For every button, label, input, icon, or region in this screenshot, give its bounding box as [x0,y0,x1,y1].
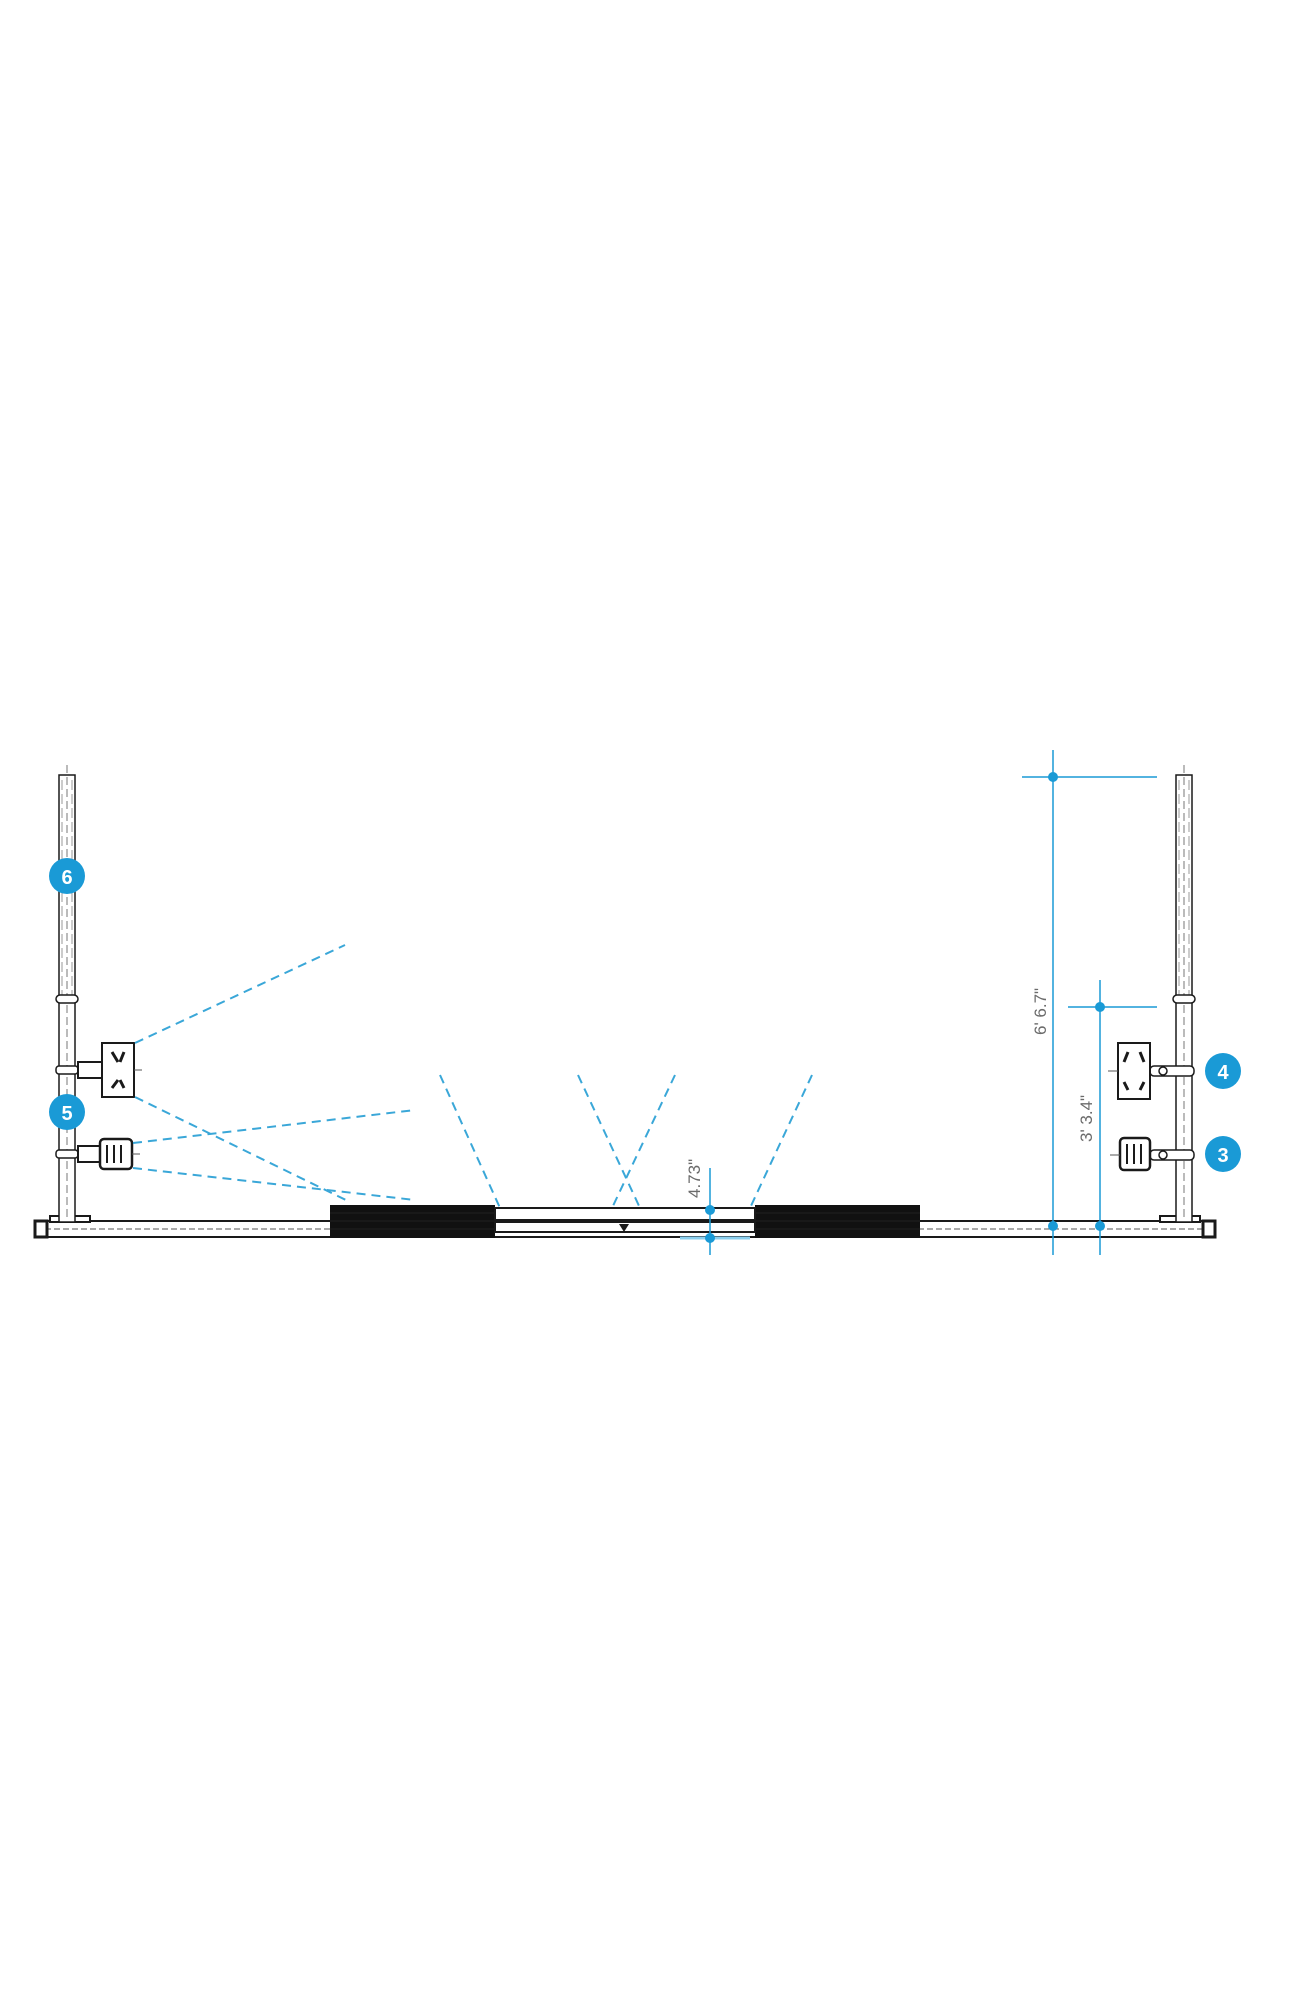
svg-text:5: 5 [61,1103,72,1125]
dimension-fixture-height: 3' 3.4" [1068,980,1157,1255]
center-bar [494,1207,756,1233]
dimension-label-fixture-height: 3' 3.4" [1077,1095,1096,1142]
dimension-label-total-height: 6' 6.7" [1031,988,1050,1035]
dimension-label-bar-offset: 4.73" [685,1159,704,1198]
right-upper-fixture [1108,1042,1195,1100]
dimension-bar-offset: 4.73" [680,1159,750,1255]
grip-block-right [755,1205,920,1238]
right-lower-fixture [1110,1136,1195,1172]
grip-block-left [330,1205,495,1238]
dimension-total-height: 6' 6.7" [1022,750,1157,1255]
left-upper-fixture [55,1042,142,1098]
callout-badge-5: 5 [49,1094,85,1130]
spray-pattern-lines [132,944,813,1209]
callout-badge-6: 6 [49,858,85,894]
callout-badge-3: 3 [1205,1136,1241,1172]
left-lower-fixture [55,1137,140,1171]
callout-badge-4: 4 [1205,1053,1241,1089]
svg-text:6: 6 [61,867,72,889]
svg-text:3: 3 [1217,1145,1228,1167]
svg-text:4: 4 [1217,1062,1229,1084]
right-post [1172,765,1196,1223]
